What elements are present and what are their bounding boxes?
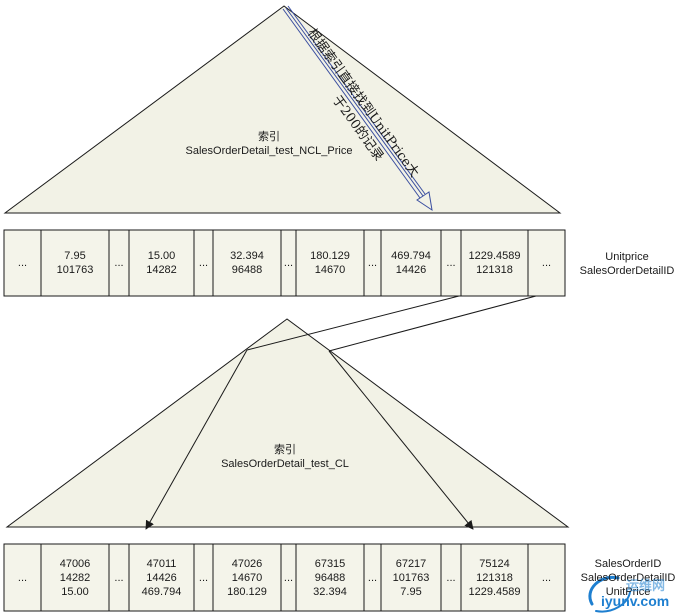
upper-leaf-cell-value: ... — [541, 257, 552, 269]
lower-leaf-cell-value: 47006 — [59, 557, 91, 570]
upper-leaf-legend: Unitprice SalesOrderDetailID — [572, 250, 682, 278]
upper-leaf-cell-value: 469.794 — [391, 250, 431, 262]
lower-leaf-cell-value: 7.95 — [400, 585, 422, 598]
lower-index-name: SalesOrderDetail_test_CL — [221, 458, 349, 470]
upper-index-triangle — [3, 5, 562, 214]
upper-leaf-cell: ... — [109, 256, 129, 270]
upper-leaf-cell: ... — [4, 256, 41, 270]
lower-leaf-cell-value: 14670 — [231, 571, 263, 584]
lower-leaf-cell-value: 67315 — [314, 557, 346, 570]
upper-leaf-cell: 15.00 14282 — [129, 249, 194, 277]
lookup-line-right — [328, 295, 537, 352]
lower-leaf-cell-value: 14426 — [146, 571, 177, 584]
lower-leaf-cell: ... — [281, 571, 296, 585]
upper-leaf-cell-value: ... — [114, 257, 124, 269]
lower-leaf-cell-value: 75124 — [479, 557, 510, 570]
lower-leaf-cell: ... — [364, 571, 381, 585]
lookup-line-left — [246, 295, 460, 351]
lookup-arrow-left — [145, 349, 248, 530]
upper-index-name: SalesOrderDetail_test_NCL_Price — [185, 145, 353, 157]
upper-leaf-cell-value: 14282 — [146, 264, 177, 276]
lower-leaf-cell-value: ... — [367, 571, 378, 584]
upper-leaf-cell-value: 101763 — [56, 264, 94, 276]
lower-leaf-cell: ... — [194, 571, 213, 585]
lower-leaf-cell-value: 14282 — [59, 571, 91, 584]
upper-index-label-line1: 索引 — [258, 131, 280, 143]
upper-leaf-cell: 32.394 96488 — [213, 249, 281, 277]
upper-legend-line1: Unitprice — [605, 251, 649, 263]
upper-leaf-cell: ... — [364, 256, 381, 270]
lower-legend-line3: UnitPrice — [605, 586, 651, 598]
lower-index-label: 索引 SalesOrderDetail_test_CL — [190, 443, 380, 471]
upper-leaf-cell-value: ... — [367, 257, 378, 269]
lower-leaf-cell: ... — [441, 571, 461, 585]
upper-leaf-cell-value: 14670 — [314, 264, 346, 276]
lower-leaf-cell-value: 101763 — [392, 571, 430, 584]
lower-leaf-cell-value: 180.129 — [227, 585, 267, 598]
upper-leaf-cell-value: 7.95 — [64, 250, 86, 262]
lower-leaf-cell-value: ... — [446, 571, 456, 584]
upper-index-label: 索引 SalesOrderDetail_test_NCL_Price — [154, 130, 384, 158]
upper-leaf-cell-value: 96488 — [231, 264, 263, 276]
watermark-text-url: iyunv.com — [601, 593, 670, 609]
lower-leaf-cell-value: ... — [114, 571, 124, 584]
upper-leaf-cell-value: 32.394 — [230, 250, 264, 262]
lookup-arrow-right — [328, 350, 474, 530]
lower-leaf-cell-value: ... — [541, 571, 552, 584]
lower-leaf-cell-value: 121318 — [476, 571, 513, 584]
upper-legend-line2: SalesOrderDetailID — [579, 265, 675, 277]
upper-leaf-cell-value: ... — [446, 257, 456, 269]
lower-leaf-dividers — [40, 544, 529, 611]
upper-leaf-cell-value: 121318 — [476, 264, 513, 276]
upper-leaf-cell: ... — [194, 256, 213, 270]
upper-leaf-cell-value: 14426 — [395, 264, 427, 276]
lower-leaf-cell-value: 96488 — [314, 571, 346, 584]
lower-leaf-cell-value: ... — [17, 571, 28, 584]
upper-leaf-cell: 469.794 14426 — [381, 249, 441, 277]
seek-arrow — [282, 5, 433, 212]
lower-leaf-cell-value: ... — [198, 571, 209, 584]
watermark-text-cn: 运维网 — [626, 578, 666, 593]
upper-leaf-cell: ... — [441, 256, 461, 270]
lower-leaf-cell: ... — [4, 571, 41, 585]
lower-leaf-cell-value: 47011 — [146, 557, 177, 570]
upper-leaf-cell-value: ... — [17, 257, 28, 269]
watermark-logo — [588, 575, 631, 613]
upper-leaf-cell: ... — [528, 256, 565, 270]
lower-leaf-row — [3, 543, 566, 612]
lower-leaf-cell-value: 67217 — [395, 557, 427, 570]
lower-leaf-cell-value: ... — [283, 571, 294, 584]
upper-leaf-row — [3, 229, 566, 297]
lower-index-label-line1: 索引 — [274, 444, 296, 456]
upper-leaf-cell: 1229.4589 121318 — [461, 249, 528, 277]
upper-leaf-cell-value: 180.129 — [310, 250, 350, 262]
lower-leaf-cell-value: 15.00 — [61, 585, 89, 598]
upper-leaf-dividers — [40, 230, 529, 296]
upper-leaf-cell: ... — [281, 256, 296, 270]
upper-leaf-cell: 180.129 14670 — [296, 249, 364, 277]
lower-leaf-cell: ... — [109, 571, 129, 585]
lower-leaf-legend: SalesOrderID SalesOrderDetailID UnitPric… — [572, 557, 684, 599]
lower-leaf-cell: ... — [528, 571, 565, 585]
lower-leaf-cell-value: 47026 — [231, 557, 263, 570]
lower-leaf-cell-value: 1229.4589 — [468, 585, 521, 598]
upper-leaf-cell: 7.95 101763 — [41, 249, 109, 277]
upper-leaf-cell-value: ... — [198, 257, 209, 269]
lower-index-triangle — [5, 318, 570, 528]
lower-leaf-cell-value: 32.394 — [313, 585, 347, 598]
upper-leaf-cell-value: ... — [283, 257, 294, 269]
lower-legend-line2: SalesOrderDetailID — [580, 572, 676, 584]
lower-legend-line1: SalesOrderID — [594, 558, 662, 570]
lower-leaf-cell-value: 469.794 — [141, 585, 182, 598]
upper-leaf-cell-value: 15.00 — [147, 250, 176, 262]
upper-leaf-cell-value: 1229.4589 — [468, 250, 521, 262]
